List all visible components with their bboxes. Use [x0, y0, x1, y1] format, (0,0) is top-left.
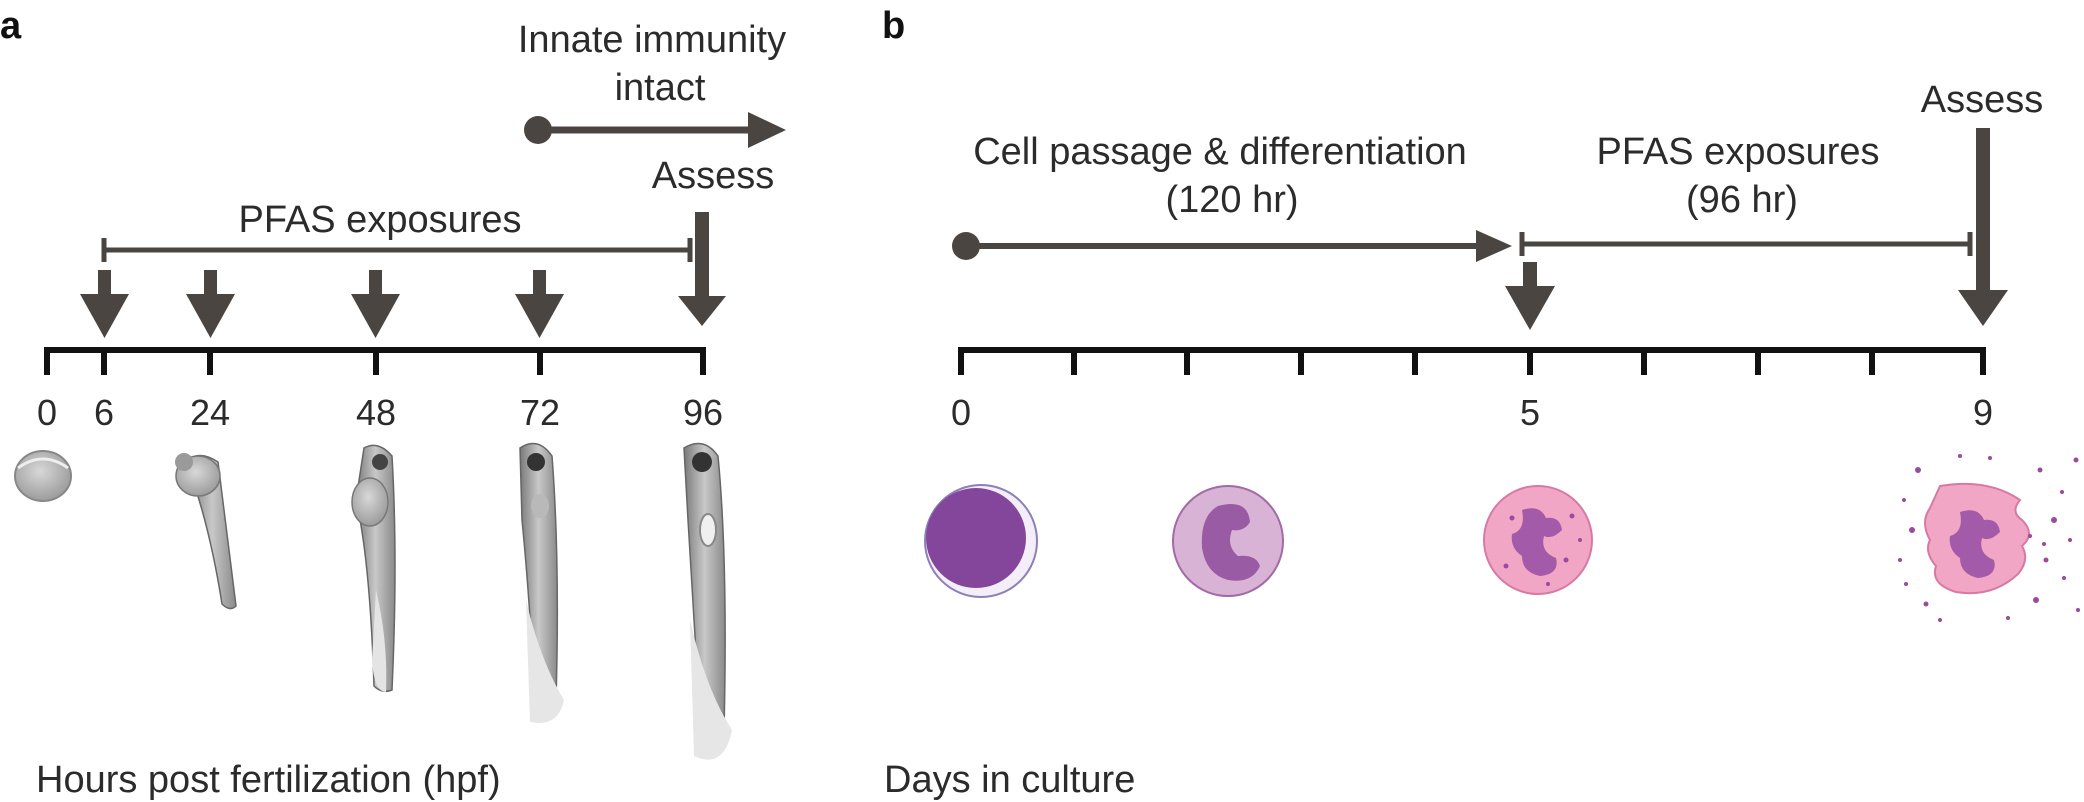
cell-passage-label-line1: Cell passage & differentiation: [973, 131, 1467, 173]
tick-label-48: 48: [356, 392, 396, 433]
pfas-exposure-range-bar-b: [1519, 232, 1973, 256]
hpf-axis-title: Hours post fertilization (hpf): [36, 759, 501, 801]
pfas-exposure-range-bar-a: [101, 238, 693, 262]
tick-label-6: 6: [94, 392, 114, 433]
innate-immunity-label-line1: Innate immunity: [518, 19, 786, 61]
zebrafish-larva-24hpf: [175, 453, 237, 610]
cell-culture-arrow: [952, 230, 1512, 262]
assess-arrow-day9: [1958, 128, 2008, 326]
mature-neutrophil-cell: [1483, 485, 1593, 595]
zebrafish-embryo-6hpf: [14, 450, 72, 502]
tick-label-96: 96: [683, 392, 723, 433]
pfas-exposures-label-b-line1: PFAS exposures: [1596, 131, 1879, 173]
panel-b-letter: b: [882, 5, 905, 47]
dose-arrow-day5: [1505, 262, 1555, 330]
differentiating-neutrophil-cell: [1172, 485, 1284, 597]
dose-arrow-6hpf: [80, 270, 129, 338]
panel-b: b Assess Cell passage & differentiation …: [882, 5, 2080, 801]
tick-label-72: 72: [520, 392, 560, 433]
dose-arrow-48hpf: [351, 270, 400, 338]
cell-stage-illustrations: [924, 454, 2080, 622]
dosing-arrows-a: [80, 212, 726, 338]
tick-label-0: 0: [37, 392, 57, 433]
hpf-tick-labels: 0 6 24 48 72 96: [37, 392, 723, 433]
zebrafish-larva-72hpf: [519, 442, 564, 724]
days-tick-labels: 0 5 9: [951, 392, 1993, 433]
day-tick-label-0: 0: [951, 392, 971, 433]
innate-immunity-arrow: [524, 112, 786, 148]
day-tick-label-9: 9: [1973, 392, 1993, 433]
zebrafish-stage-images: [14, 442, 732, 760]
hpf-axis: [44, 347, 706, 375]
zebrafish-larva-96hpf: [683, 442, 732, 760]
panel-a-letter: a: [0, 5, 22, 47]
pfas-exposures-label-a: PFAS exposures: [238, 199, 521, 241]
days-axis-title: Days in culture: [884, 759, 1135, 801]
dose-arrow-24hpf: [186, 270, 235, 338]
days-axis: [958, 347, 1986, 375]
zebrafish-larva-48hpf: [351, 444, 396, 693]
activated-neutrophil-netosis-cell: [1898, 454, 2080, 622]
assess-arrow-96hpf: [678, 212, 726, 326]
day-tick-label-5: 5: [1520, 392, 1540, 433]
dose-arrow-72hpf: [515, 270, 564, 338]
innate-immunity-label-line2: intact: [615, 67, 706, 109]
assess-label-a: Assess: [652, 155, 774, 197]
tick-label-24: 24: [190, 392, 230, 433]
progenitor-cell: [924, 484, 1038, 598]
panel-a: a Innate immunity intact Assess PFAS exp…: [0, 5, 786, 801]
pfas-exposures-label-b-line2: (96 hr): [1686, 179, 1798, 221]
dosing-arrows-b: [1505, 128, 2008, 330]
cell-passage-label-line2: (120 hr): [1165, 179, 1298, 221]
assess-label-b: Assess: [1921, 79, 2043, 121]
